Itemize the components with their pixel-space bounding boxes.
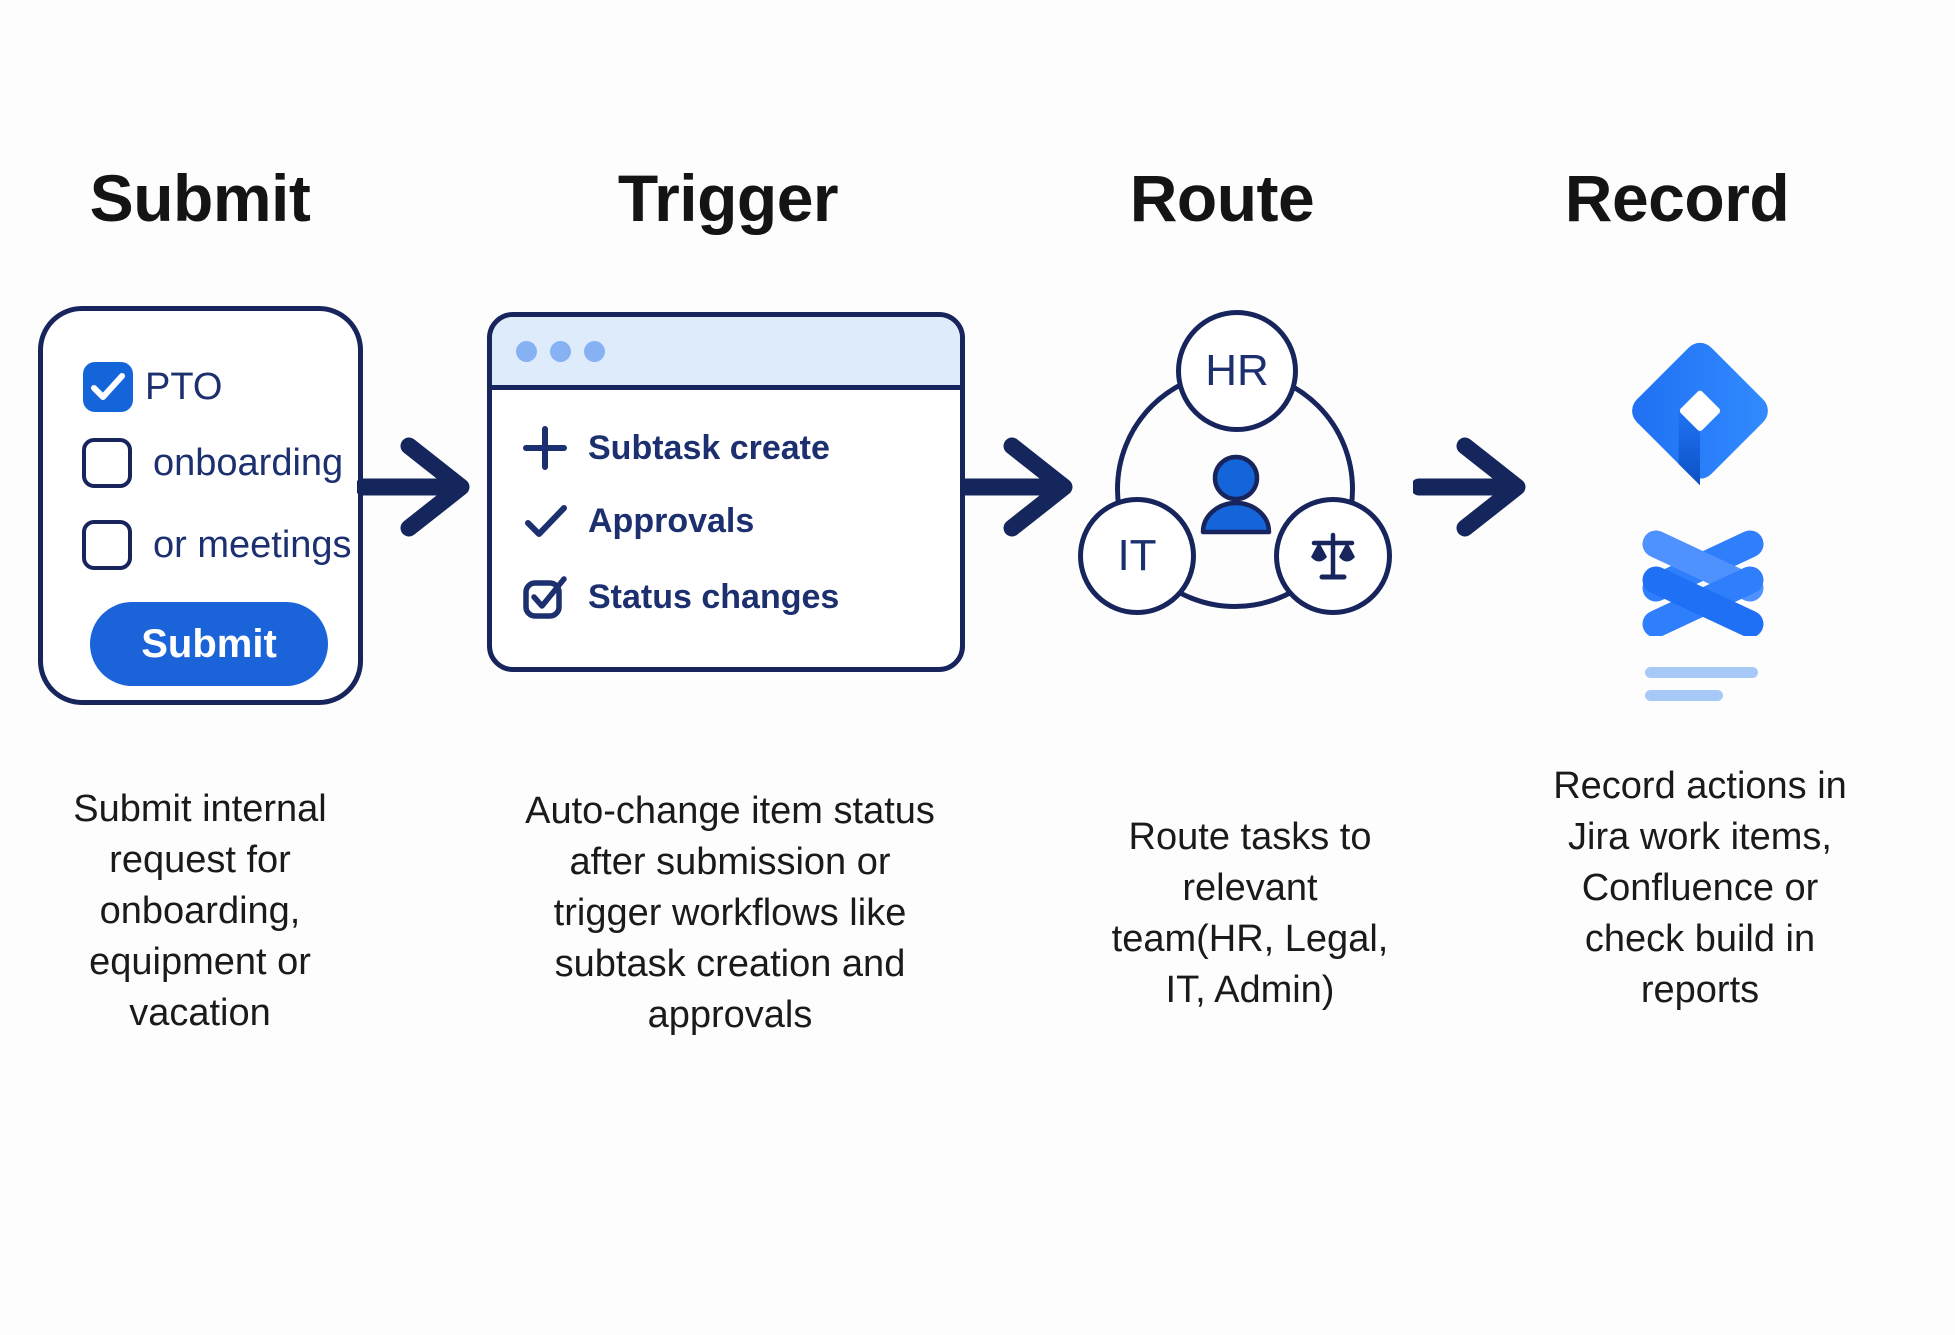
arrow-right-icon [357, 437, 470, 537]
confluence-logo [1642, 530, 1764, 636]
check-icon [525, 505, 567, 537]
record-text-line [1645, 690, 1723, 701]
window-dot-icon [550, 340, 571, 362]
step-description-route: Route tasks to relevant team(HR, Legal, … [1030, 812, 1470, 1016]
arrow-right-icon [960, 437, 1073, 537]
description-line: trigger workflows like [553, 892, 907, 934]
team-circle-it: IT [1078, 497, 1196, 615]
plus-icon [523, 426, 567, 470]
description-line: reports [1640, 969, 1760, 1011]
scales-icon [1311, 532, 1355, 580]
checkbox-onboarding[interactable] [82, 438, 132, 488]
team-label-it: IT [1117, 531, 1157, 580]
checkbox-pto[interactable] [83, 362, 133, 412]
description-line: onboarding, [99, 890, 301, 932]
submit-button[interactable]: Submit [90, 602, 328, 686]
checkbox-checked-icon [523, 576, 567, 619]
record-text-line [1645, 667, 1758, 678]
checkbox-label-or-meetings: or meetings [153, 523, 352, 566]
step-description-submit: Submit internal request for onboarding, … [10, 784, 390, 1039]
description-line: check build in [1584, 918, 1816, 960]
trigger-browser-window: Subtask create Approvals Status changes [487, 312, 965, 672]
step-title-trigger: Trigger [617, 161, 839, 235]
browser-title-bar [492, 317, 960, 390]
description-line: Auto-change item status [525, 790, 935, 832]
step-title-submit: Submit [89, 161, 311, 235]
jira-logo [1632, 342, 1768, 486]
checkbox-or-meetings[interactable] [82, 520, 132, 570]
description-line: after submission or [569, 841, 891, 883]
description-line: equipment or [89, 941, 311, 983]
description-line: team(HR, Legal, [1111, 918, 1389, 960]
description-line: vacation [129, 992, 271, 1034]
trigger-item-label: Status changes [588, 577, 840, 616]
description-line: relevant [1182, 867, 1318, 909]
description-line: Jira work items, [1568, 816, 1832, 858]
description-line: request for [109, 839, 291, 881]
step-title-record: Record [1564, 161, 1790, 235]
checkbox-label-pto: PTO [145, 365, 223, 408]
checkbox-label-onboarding: onboarding [153, 441, 344, 484]
team-label-hr: HR [1205, 346, 1269, 395]
description-line: Submit internal [73, 788, 327, 830]
person-icon [1200, 454, 1272, 535]
arrow-right-icon [1413, 437, 1526, 537]
team-circle-legal [1274, 497, 1392, 615]
window-dot-icon [516, 340, 537, 362]
description-line: subtask creation and [554, 943, 906, 985]
window-dot-icon [584, 340, 605, 362]
description-line: IT, Admin) [1165, 969, 1335, 1011]
check-icon [91, 373, 125, 400]
submit-form-panel: PTO onboarding or meetings Submit [38, 306, 363, 705]
step-description-trigger: Auto-change item status after submission… [500, 786, 960, 1041]
team-circle-hr: HR [1176, 310, 1298, 432]
description-line: Route tasks to [1128, 816, 1372, 858]
trigger-item-label: Subtask create [588, 428, 830, 467]
trigger-item-label: Approvals [588, 501, 755, 540]
description-line: approvals [647, 994, 813, 1036]
step-title-route: Route [1129, 161, 1315, 235]
description-line: Confluence or [1581, 867, 1819, 909]
description-line: Record actions in [1553, 765, 1847, 807]
submit-button-label: Submit [141, 621, 277, 666]
step-description-record: Record actions in Jira work items, Confl… [1480, 761, 1920, 1016]
